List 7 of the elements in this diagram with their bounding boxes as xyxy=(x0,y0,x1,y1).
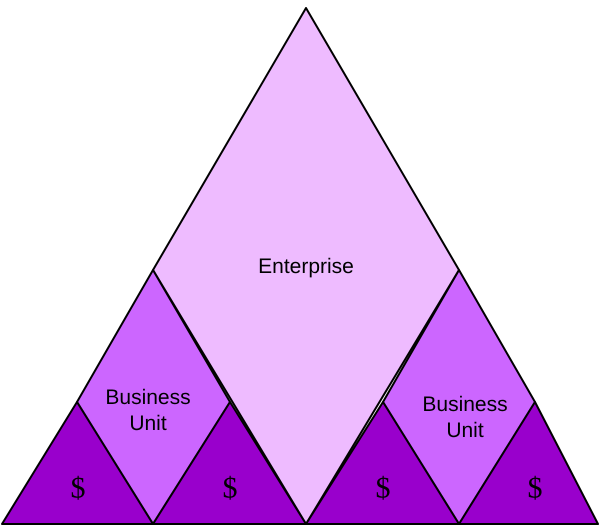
dollar-sign: $ xyxy=(526,470,544,506)
node-label: Business Unit xyxy=(104,384,192,437)
node-label: Business Unit xyxy=(421,392,509,444)
dollar-sign: $ xyxy=(70,470,86,506)
node-label: Enterprise xyxy=(257,254,355,280)
dollar-sign: $ xyxy=(222,470,238,506)
dollar-sign: $ xyxy=(374,470,392,506)
